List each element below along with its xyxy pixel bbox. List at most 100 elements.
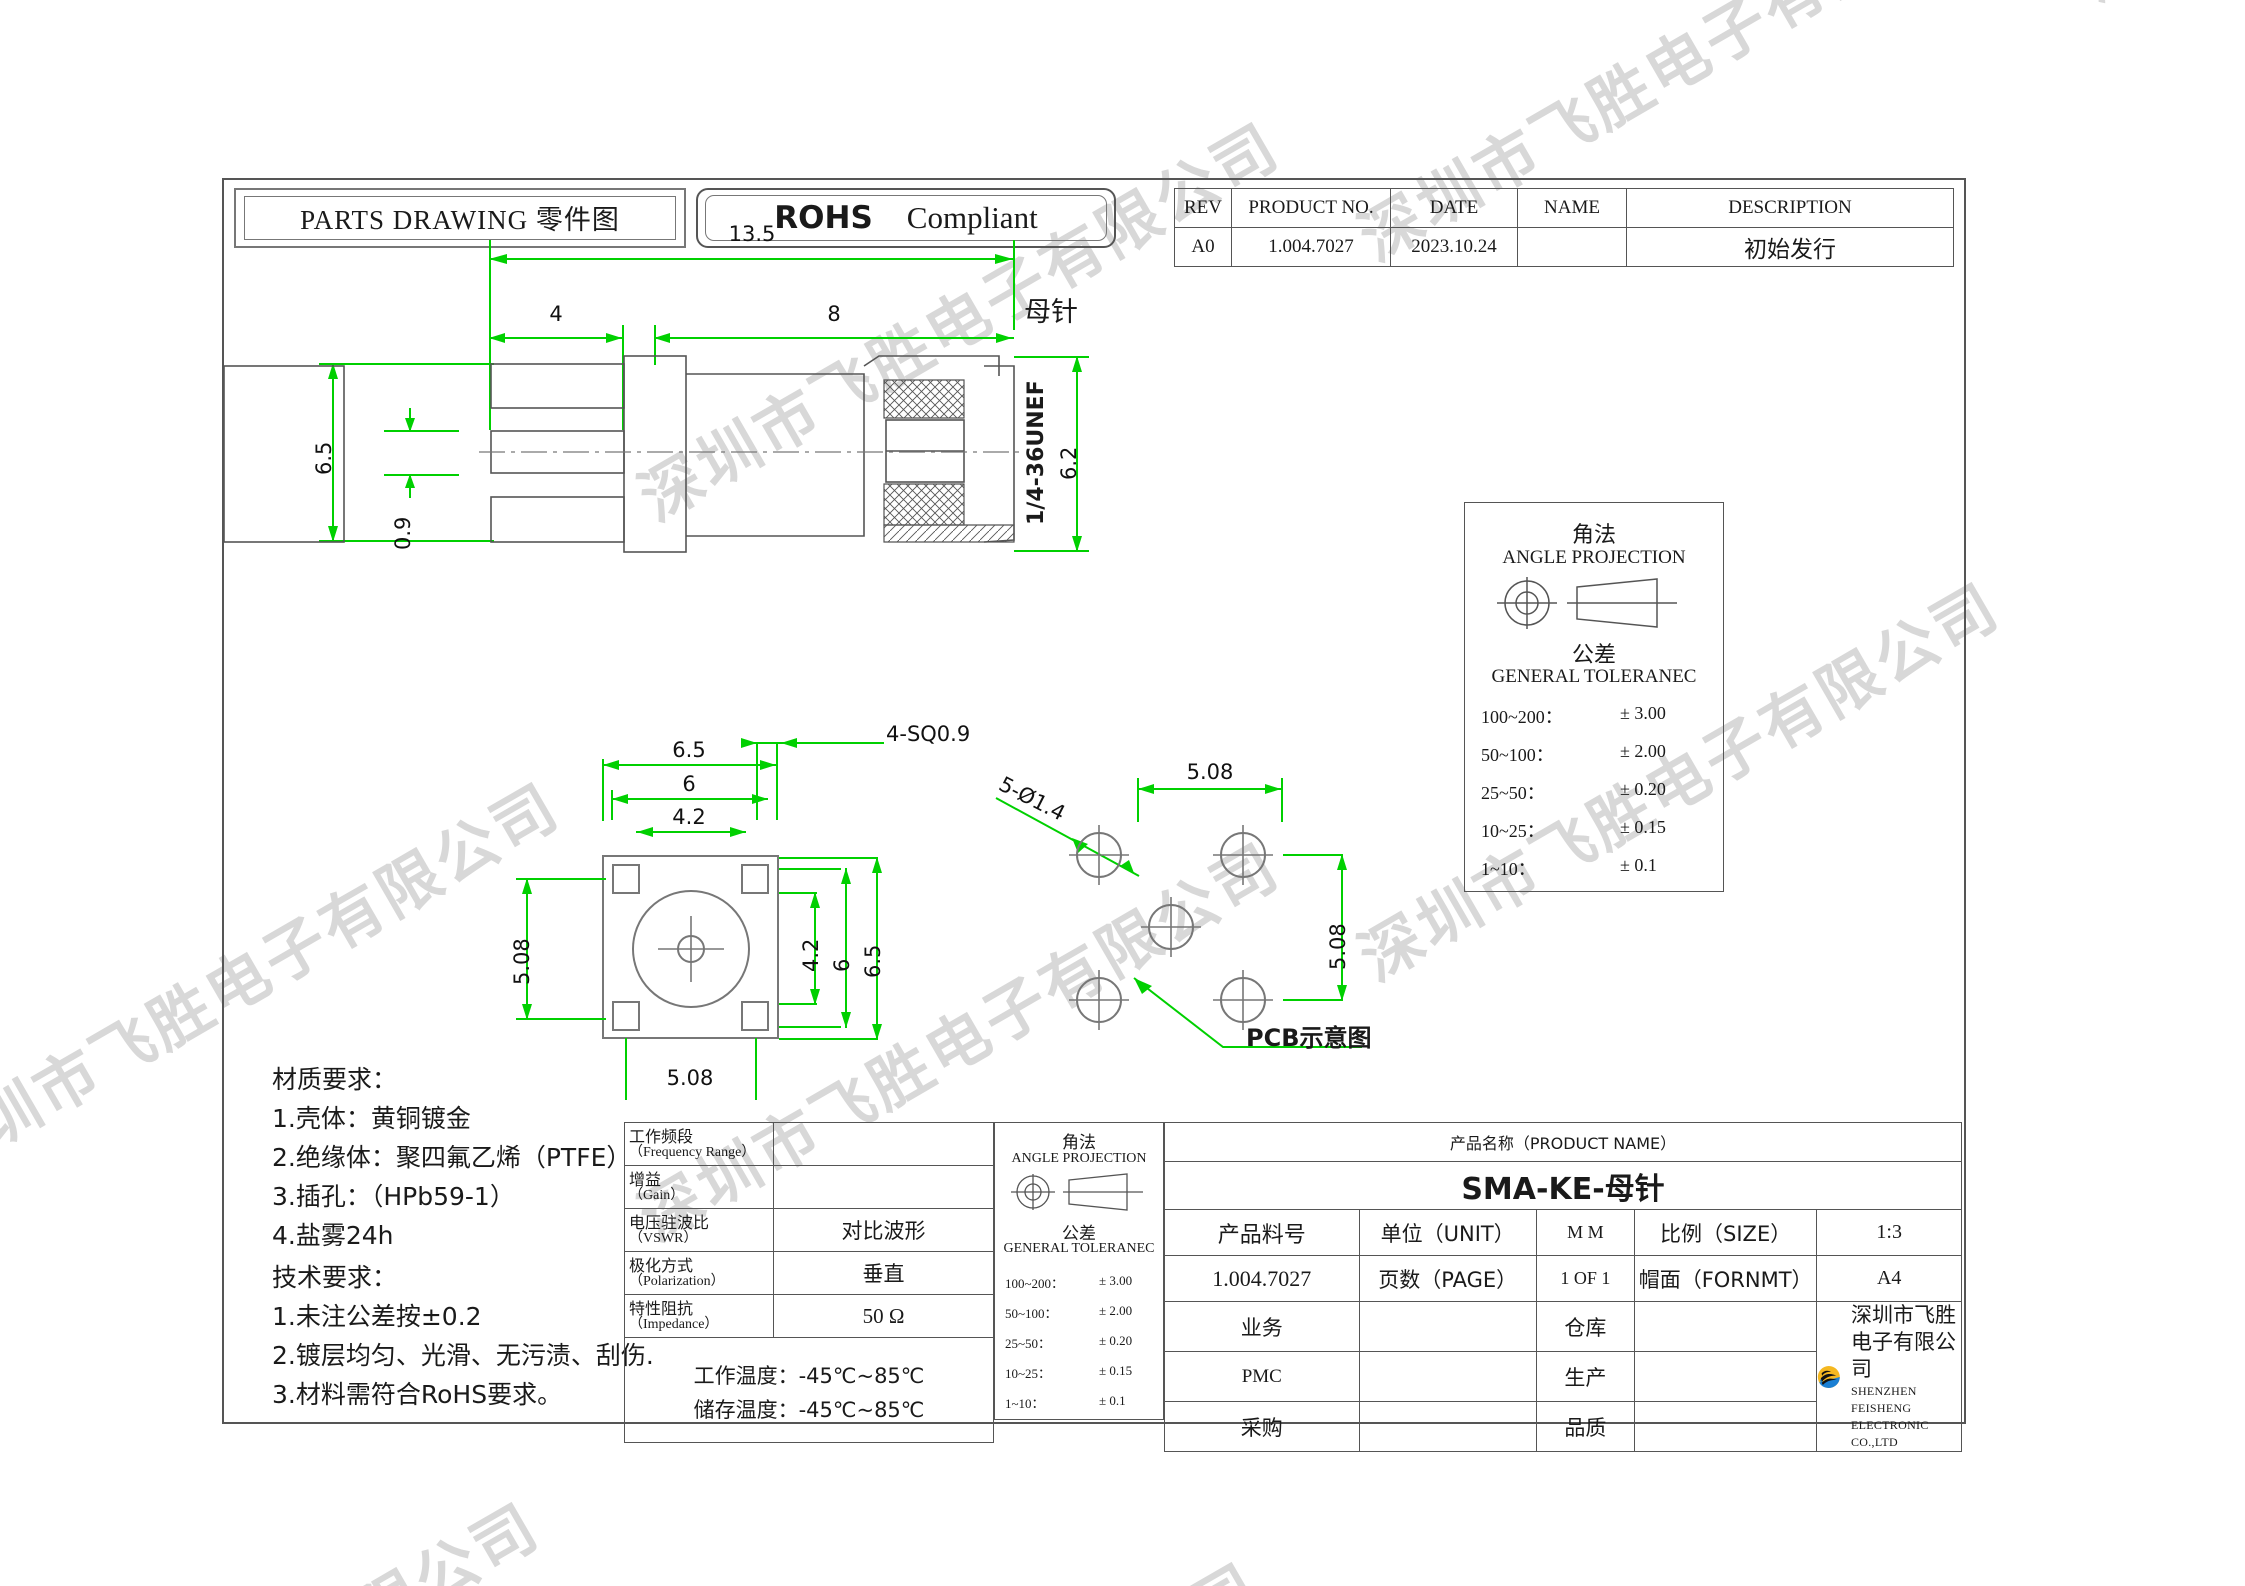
spec-label-cell: 工作频段 （Frequency Range）: [624, 1122, 774, 1166]
table-row: 增益 （Gain）: [624, 1165, 994, 1209]
dept-value-purchasing[interactable]: [1358, 1401, 1537, 1452]
dim-ext-line: [1283, 854, 1343, 856]
spec-value: 对比波形: [773, 1208, 994, 1252]
rev-description: 初始发行: [1626, 227, 1954, 267]
dim-arrow: [1138, 784, 1154, 794]
dept-label-quality[interactable]: 品质: [1535, 1401, 1635, 1452]
dim-arrow: [1072, 536, 1082, 552]
dim-arrow: [405, 418, 415, 432]
spec-value: 垂直: [773, 1251, 994, 1295]
tolerance-value: ± 2.00: [1620, 741, 1666, 761]
dim-arrow: [741, 738, 757, 748]
dim-line: [489, 258, 1015, 260]
table-row: SMA-KE-母针: [1164, 1161, 1962, 1210]
page-label: 页数（PAGE）: [1358, 1255, 1537, 1302]
unit-label: 单位（UNIT）: [1358, 1209, 1537, 1256]
dept-value-production[interactable]: [1633, 1351, 1818, 1402]
dim-label-right-6-5: 6.5: [861, 944, 885, 978]
dim-arrow: [1265, 784, 1281, 794]
parts-drawing-label: PARTS DRAWING 零件图: [300, 205, 620, 236]
drawing-frame: PARTS DRAWING 零件图 ROHS Compliant REV PRO…: [222, 178, 1966, 1452]
dim-line: [526, 878, 528, 1020]
dim-label-left-5-08: 5.08: [510, 938, 534, 985]
material-no-value: 1.004.7027: [1164, 1255, 1360, 1302]
dim-ext-line: [756, 742, 758, 820]
table-row: A0 1.004.7027 2023.10.24 初始发行: [1174, 227, 1954, 267]
dept-value-business[interactable]: [1358, 1301, 1537, 1352]
dim-ext-line: [779, 857, 877, 859]
pcb-diagram-label: PCB示意图: [1246, 1024, 1372, 1052]
dim-arrow: [810, 989, 820, 1005]
dim-arrow: [841, 1012, 851, 1028]
spec-label-cell: 特性阻抗 （Impedance）: [624, 1294, 774, 1338]
dim-ext-line: [611, 790, 613, 820]
dim-ext-line: [1137, 778, 1139, 822]
dim-ext-line: [319, 363, 494, 365]
dim-arrow: [489, 254, 507, 264]
dept-label-purchasing[interactable]: 采购: [1164, 1401, 1360, 1452]
angle-projection-title-cn: 角法: [1062, 1133, 1096, 1153]
angle-projection-title-en: ANGLE PROJECTION: [1502, 547, 1686, 568]
table-row: 工作频段 （Frequency Range）: [624, 1122, 994, 1166]
dept-value-quality[interactable]: [1633, 1401, 1818, 1452]
dim-arrow: [654, 333, 670, 343]
rev-col-product-no: PRODUCT NO.: [1231, 188, 1391, 228]
tolerance-value: ± 3.00: [1099, 1273, 1133, 1288]
technical-requirements-title: 技术要求：: [272, 1263, 398, 1292]
dim-arrow: [1072, 356, 1082, 372]
dept-label-business[interactable]: 业务: [1164, 1301, 1360, 1352]
spec-label-en: （VSWR）: [629, 1230, 698, 1246]
dept-value-warehouse[interactable]: [1633, 1301, 1818, 1352]
watermark-text: 深圳市飞胜电子有限公司: [2060, 0, 2245, 18]
angle-projection-box-title: 角法 ANGLE PROJECTION 公差 GENERAL TOLERANEC…: [994, 1122, 1164, 1420]
dim-ext-line: [776, 742, 778, 820]
dim-ext-line: [489, 240, 491, 430]
rohs-compliant-label: Compliant: [906, 199, 1038, 235]
dept-value-pmc[interactable]: [1358, 1351, 1537, 1402]
dim-arrow: [522, 1004, 532, 1020]
dept-label-production[interactable]: 生产: [1535, 1351, 1635, 1402]
spec-label-cell: 极化方式 （Polarization）: [624, 1251, 774, 1295]
dim-label-8: 8: [827, 302, 841, 326]
dim-line: [489, 337, 624, 339]
table-row: 产品名称（PRODUCT NAME）: [1164, 1122, 1962, 1162]
dept-label-pmc[interactable]: PMC: [1164, 1351, 1360, 1402]
rohs-box: ROHS Compliant: [696, 188, 1116, 248]
spec-value: [773, 1122, 994, 1166]
company-logo-icon: [1818, 1365, 1841, 1388]
dim-label-bottom-5-08: 5.08: [666, 1066, 714, 1090]
tolerance-value: ± 0.15: [1620, 817, 1666, 837]
dim-ext-line: [779, 1003, 817, 1005]
page-value: 1 OF 1: [1535, 1255, 1635, 1302]
dim-ext-line: [1281, 778, 1283, 822]
angle-projection-symbol: [1011, 1173, 1143, 1211]
title-block: 产品名称（PRODUCT NAME） SMA-KE-母针 产品料号 单位（UNI…: [1164, 1122, 1962, 1452]
title-area: 工作频段 （Frequency Range） 增益 （Gain） 电压驻波比 （…: [624, 1122, 1962, 1452]
dim-arrow: [328, 526, 338, 542]
tolerance-value: ± 0.20: [1620, 779, 1666, 799]
table-row: 电压驻波比 （VSWR） 对比波形: [624, 1208, 994, 1252]
connector-side-profile: [224, 355, 1024, 553]
table-row: 极化方式 （Polarization） 垂直: [624, 1251, 994, 1295]
side-view: 13.5 4 8 母针 6.5 0.9: [224, 180, 1324, 700]
spec-value: [773, 1165, 994, 1209]
rev-col-rev: REV: [1174, 188, 1232, 228]
dim-ext-line: [384, 430, 459, 432]
angle-projection-title-en: ANGLE PROJECTION: [1011, 1151, 1147, 1166]
tolerance-range: 10~25：: [1005, 1366, 1052, 1381]
dim-ext-line: [654, 325, 656, 365]
dept-label-warehouse[interactable]: 仓库: [1535, 1301, 1635, 1352]
table-header-row: REV PRODUCT NO. DATE NAME DESCRIPTION: [1174, 188, 1954, 228]
table-row: 产品料号 单位（UNIT） M M 比例（SIZE） 1:3: [1164, 1209, 1962, 1256]
dim-arrow: [872, 857, 882, 873]
dim-leader: [754, 742, 884, 744]
tolerance-range: 10~25：: [1481, 821, 1545, 841]
spec-label-cn: 特性阻抗: [629, 1298, 694, 1318]
tolerance-range: 25~50：: [1005, 1336, 1052, 1351]
table-row: 特性阻抗 （Impedance） 50 Ω: [624, 1294, 994, 1338]
table-row: 工作温度：-45℃~85℃ 储存温度：-45℃~85℃: [624, 1337, 994, 1443]
material-requirements-item: 4.盐雾24h: [272, 1221, 394, 1250]
spec-label-cell: 增益 （Gain）: [624, 1165, 774, 1209]
dim-line: [876, 857, 878, 1040]
format-value: A4: [1816, 1255, 1962, 1302]
